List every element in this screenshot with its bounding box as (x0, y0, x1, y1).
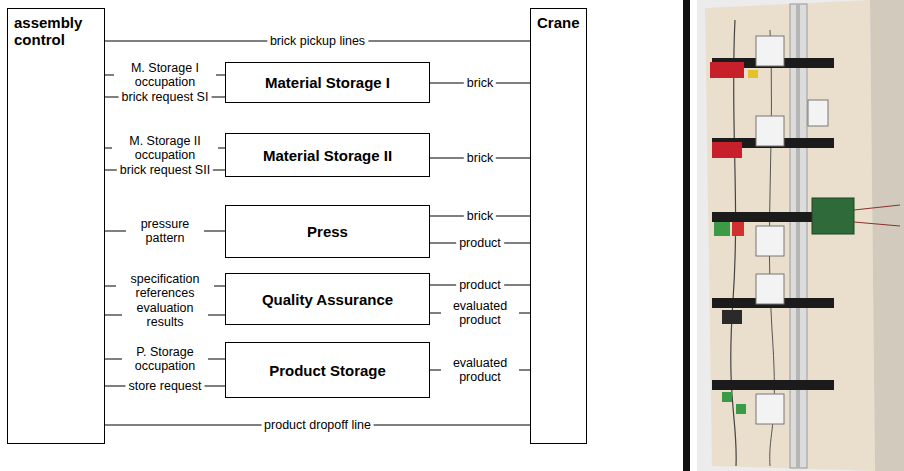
box-label: Press (307, 223, 348, 240)
signal-label: brick (464, 76, 496, 90)
signal-label: evaluated product (441, 299, 519, 327)
signal-label: brick (464, 151, 496, 165)
signal-label: M. Storage II occupation (112, 134, 218, 162)
lego-part (714, 222, 730, 236)
rail-groove (796, 4, 800, 468)
controller-brick (756, 394, 784, 424)
signal-label: evaluated product (441, 356, 519, 384)
controller-brick (756, 36, 784, 66)
station-box: Quality Assurance (225, 273, 430, 325)
station-box: Product Storage (225, 342, 430, 398)
signal-label: brick request SII (117, 163, 213, 177)
circuit-board (812, 198, 854, 234)
storage-part (710, 62, 744, 78)
box-label: Material Storage I (265, 74, 390, 91)
system-block: Crane (530, 8, 587, 444)
signal-label: product (456, 236, 504, 250)
station-box: Material Storage II (225, 133, 430, 177)
box-label: assembly control (14, 14, 98, 48)
signal-label: M. Storage I occupation (114, 61, 216, 89)
cable (854, 205, 900, 226)
box-label: Quality Assurance (262, 291, 393, 308)
signal-label: pressure pattern (126, 217, 204, 245)
crane-motor (808, 100, 828, 126)
signal-label: store request (126, 379, 205, 393)
storage-part (712, 142, 742, 158)
lego-part (736, 404, 746, 414)
signal-label: evaluation results (122, 301, 208, 329)
photo-background (697, 0, 904, 471)
signal-label: product (456, 278, 504, 292)
lego-part (732, 222, 744, 236)
controller-brick (756, 226, 784, 256)
signal-label: P. Storage occupation (122, 345, 208, 373)
wall-panel (705, 0, 875, 471)
wall-side (870, 0, 904, 471)
station-bracket (712, 380, 834, 390)
signal-label: brick pickup lines (267, 34, 368, 48)
controller-brick (756, 116, 784, 146)
controller-brick (756, 274, 784, 304)
station-box: Material Storage I (225, 62, 430, 103)
box-label: Product Storage (269, 362, 386, 379)
signal-label: brick request SI (119, 90, 212, 104)
box-label: Crane (537, 14, 580, 31)
lego-part (722, 392, 732, 402)
crane-rail (790, 4, 807, 468)
signal-label: specification references (116, 272, 214, 300)
sensor-part (722, 310, 742, 324)
station-box: Press (225, 205, 430, 258)
signal-label: brick (464, 209, 496, 223)
box-label: Material Storage II (263, 147, 392, 164)
divider-bar (683, 0, 690, 471)
lego-part (748, 70, 758, 78)
system-block: assembly control (7, 8, 105, 444)
signal-label: product dropoff line (261, 418, 374, 432)
